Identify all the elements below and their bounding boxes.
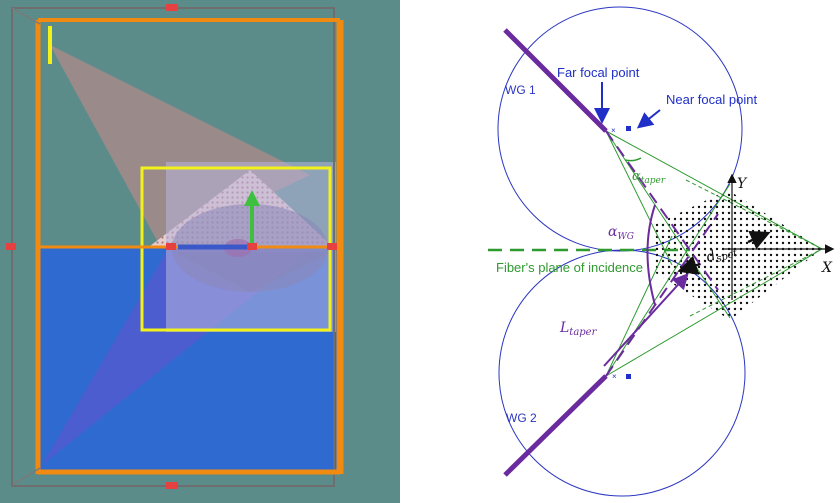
wg2-near-focal-marker	[626, 374, 631, 379]
alpha-wg-label: αWG	[608, 224, 634, 242]
far-focal-point-label: Far focal point	[557, 65, 640, 80]
l-taper-arrow	[603, 273, 689, 367]
wg1-waveguide	[503, 28, 608, 133]
handle-left[interactable]	[6, 243, 16, 250]
schematic: × × WG 1 WG 2 Far focal point Near focal…	[488, 6, 835, 497]
wg2-waveguide	[503, 374, 608, 477]
handle-top[interactable]	[166, 4, 178, 11]
handle-center-left[interactable]	[166, 243, 176, 250]
d-spot-arrow-left	[677, 255, 701, 275]
handle-right[interactable]	[327, 243, 337, 250]
near-focal-arrow	[636, 109, 661, 129]
gray-diagonal-bottom	[13, 467, 41, 485]
wg1-label: WG 1	[505, 83, 536, 97]
green-arrow-head	[244, 190, 260, 206]
wg2-far-focal-marker: ×	[612, 372, 617, 381]
y-axis-label: Y	[737, 176, 748, 192]
d-spot-arrow-right	[747, 230, 771, 250]
far-focal-point-marker: ×	[611, 126, 616, 135]
wg2-taper-dashed	[605, 213, 719, 377]
near-focal-point-label: Near focal point	[666, 92, 757, 107]
simulation-view	[0, 0, 400, 503]
wg2-label: WG 2	[506, 411, 537, 425]
near-focal-point-marker	[626, 126, 631, 131]
fiber-plane-label: Fiber's plane of incidence	[496, 260, 643, 275]
alpha-taper-arc	[624, 157, 642, 162]
alpha-taper-label: αtaper	[632, 169, 666, 186]
x-axis-label: X	[821, 260, 833, 276]
gray-diagonal-top	[11, 7, 41, 25]
handle-center[interactable]	[247, 243, 257, 250]
spot-dotted-region	[654, 190, 822, 320]
l-taper-label: Ltaper	[559, 320, 598, 338]
disc-cone	[175, 252, 330, 292]
alpha-wg-arc	[646, 204, 656, 306]
handle-bottom[interactable]	[166, 482, 178, 489]
